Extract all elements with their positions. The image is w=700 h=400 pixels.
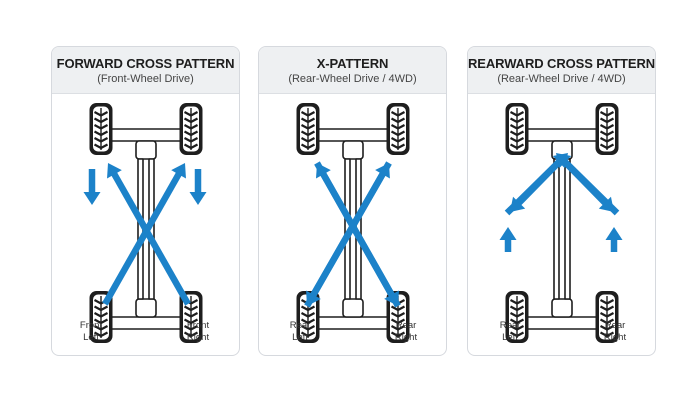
left-label-line2: Left xyxy=(292,332,308,343)
right-label-line2: Right xyxy=(186,332,210,343)
left-label-line1: Rear xyxy=(289,320,311,331)
rotation-arrow xyxy=(605,227,623,252)
tire-front-right-icon xyxy=(595,103,619,155)
tire-rear-left-icon xyxy=(296,291,320,343)
rotation-arrow xyxy=(102,163,186,306)
frame-rail-right xyxy=(564,158,571,300)
right-label-line2: Right xyxy=(603,332,627,343)
panel-subtitle: (Rear-Wheel Drive / 4WD) xyxy=(288,73,417,85)
panel-header: REARWARD CROSS PATTERN (Rear-Wheel Drive… xyxy=(468,47,655,94)
panel-forward-cross: FORWARD CROSS PATTERN (Front-Wheel Drive… xyxy=(51,46,240,356)
rotation-arrow xyxy=(499,227,517,252)
tire-rear-left-icon xyxy=(505,291,529,343)
tire-front-right-icon xyxy=(386,103,410,155)
front-differential xyxy=(342,140,364,160)
tire-front-left-icon xyxy=(296,103,320,155)
left-label-line1: Rear xyxy=(499,320,521,331)
rotation-arrow xyxy=(306,161,392,306)
tire-rear-right-icon xyxy=(595,291,619,343)
panel-subtitle: (Front-Wheel Drive) xyxy=(97,73,194,85)
rotation-diagram xyxy=(499,103,623,343)
vehicle-frame xyxy=(93,128,199,330)
right-label: Rear Right xyxy=(593,320,637,344)
left-label-line1: Front xyxy=(79,320,103,331)
vehicle-frame xyxy=(509,128,615,330)
panel-subtitle: (Rear-Wheel Drive / 4WD) xyxy=(497,73,626,85)
tire-front-left-icon xyxy=(89,103,113,155)
panel-header: X-PATTERN (Rear-Wheel Drive / 4WD) xyxy=(259,47,446,94)
panel-title: FORWARD CROSS PATTERN xyxy=(56,56,235,71)
rotation-arrow xyxy=(107,163,191,306)
tire-front-right-icon xyxy=(179,103,203,155)
right-label: Rear Right xyxy=(384,320,428,344)
rotation-arrow xyxy=(559,156,614,212)
frame-rail-left xyxy=(553,158,560,300)
tire-rear-right-icon xyxy=(179,291,203,343)
left-label-line2: Left xyxy=(83,332,99,343)
right-label-line1: Rear xyxy=(395,320,417,331)
rotation-arrow xyxy=(510,156,565,212)
left-label: Front Left xyxy=(69,320,113,344)
right-label-line1: Front xyxy=(186,320,210,331)
panel-rearward-cross: REARWARD CROSS PATTERN (Rear-Wheel Drive… xyxy=(467,46,656,356)
right-label: Front Right xyxy=(176,320,220,344)
rear-differential xyxy=(551,298,573,318)
tire-rear-right-icon xyxy=(386,291,410,343)
rear-differential xyxy=(135,298,157,318)
rotation-diagram xyxy=(83,103,207,343)
panel-title: X-PATTERN xyxy=(316,56,389,71)
panel-x-pattern: X-PATTERN (Rear-Wheel Drive / 4WD) Rear … xyxy=(258,46,447,356)
left-label: Rear Left xyxy=(488,320,532,344)
rear-differential xyxy=(342,298,364,318)
panel-title: REARWARD CROSS PATTERN xyxy=(468,56,656,71)
rotation-arrow xyxy=(83,169,101,205)
tire-front-left-icon xyxy=(505,103,529,155)
right-label-line2: Right xyxy=(394,332,418,343)
panel-header: FORWARD CROSS PATTERN (Front-Wheel Drive… xyxy=(52,47,239,94)
left-label: Rear Left xyxy=(278,320,322,344)
front-differential xyxy=(135,140,157,160)
rotation-arrow xyxy=(189,169,207,205)
rotation-diagram xyxy=(296,103,410,343)
right-label-line1: Rear xyxy=(604,320,626,331)
left-label-line2: Left xyxy=(502,332,518,343)
